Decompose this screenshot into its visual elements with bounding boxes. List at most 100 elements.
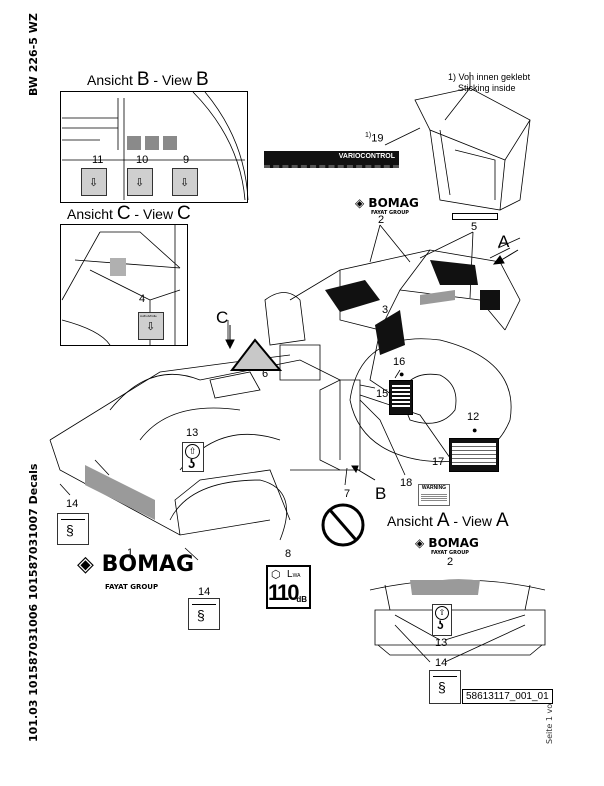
sound-label-sub: WA bbox=[292, 573, 301, 579]
bomag-name: BOMAG bbox=[368, 196, 419, 210]
hook-icon: ʖ bbox=[188, 456, 196, 471]
callout-12: 12 bbox=[467, 411, 480, 423]
callout-6: 6 bbox=[262, 368, 269, 380]
tie-down-bar bbox=[61, 519, 85, 520]
callout-7: 7 bbox=[344, 488, 351, 500]
decal-17-plate bbox=[449, 438, 499, 472]
oil-drop-icon: ● bbox=[472, 425, 478, 435]
bomag-logo-main: ◈ BOMAG FAYAT GROUP bbox=[77, 554, 194, 598]
bomag-diamond-icon: ◈ bbox=[355, 196, 365, 210]
view-a-callout-13: 13 bbox=[435, 637, 448, 649]
bomag-logo-top: ◈ BOMAG FAYAT GROUP bbox=[355, 196, 419, 216]
warning-decal: WARNING bbox=[418, 484, 450, 506]
hook-icon: ʖ bbox=[437, 618, 444, 632]
decal-4 bbox=[110, 258, 126, 276]
callout-10: 10 bbox=[136, 154, 149, 166]
warning-label: WARNING bbox=[421, 485, 447, 491]
sound-hex-icon: ⬡ bbox=[271, 569, 281, 581]
variocontrol-decal: VARIOCONTROL bbox=[264, 151, 399, 168]
view-b-letter: B bbox=[136, 69, 150, 90]
callout-11: 11 bbox=[92, 154, 104, 166]
view-a-title: Ansicht A - View A bbox=[387, 510, 509, 532]
callout-5: 5 bbox=[471, 221, 478, 233]
callout-14-bottom: 14 bbox=[198, 586, 211, 598]
decal-10 bbox=[145, 136, 159, 150]
lift-arrow-icon: ⇧ bbox=[185, 444, 200, 459]
drain-decal-9: ⇩ bbox=[172, 168, 198, 196]
bomag-group: FAYAT GROUP bbox=[371, 210, 409, 216]
bomag-logo-view-a: ◈ BOMAG FAYAT GROUP bbox=[415, 536, 479, 556]
callout-8: 8 bbox=[285, 548, 292, 560]
callout-15: 15 bbox=[376, 388, 389, 400]
tie-down-icon: § bbox=[197, 607, 205, 623]
drawing-number: 58613117_001_01 bbox=[462, 689, 553, 704]
decal-9 bbox=[163, 136, 177, 150]
callout-4: 4 bbox=[139, 293, 146, 305]
fill-decal: Aufhub/Fülle ⇩ bbox=[138, 312, 164, 340]
drain-decal-10: ⇩ bbox=[127, 168, 153, 196]
bomag-diamond-icon: ◈ bbox=[415, 536, 425, 550]
view-a-callout-14: 14 bbox=[435, 657, 448, 669]
decal-5-strip bbox=[452, 213, 498, 220]
tie-down-bar bbox=[433, 676, 457, 677]
view-a-title-prefix: Ansicht bbox=[387, 513, 437, 529]
sound-power-decal: ⬡ LWA 110 dB bbox=[266, 565, 311, 609]
tie-down-icon: § bbox=[438, 679, 446, 695]
view-b-title: Ansicht B - View B bbox=[87, 69, 209, 91]
decal-15-lines bbox=[392, 385, 410, 407]
callout-13: 13 bbox=[186, 427, 199, 439]
lift-arrow-icon: ⇧ bbox=[435, 606, 449, 620]
callout-2: 2 bbox=[378, 214, 385, 226]
tie-down-decal-left: § bbox=[57, 513, 89, 545]
callout-16: 16 bbox=[393, 356, 406, 368]
callout-17: 17 bbox=[432, 456, 445, 468]
oil-drop-icon: ● bbox=[399, 369, 405, 379]
view-a-letter-2: A bbox=[495, 510, 509, 531]
view-c-title-mid: - View bbox=[130, 206, 177, 222]
view-b-frame bbox=[60, 91, 248, 203]
cab-note-line1: 1) Von innen geklebt bbox=[448, 72, 531, 82]
view-c-title-prefix: Ansicht bbox=[67, 206, 117, 222]
arrow-b-label: B bbox=[375, 484, 387, 503]
drain-arrow-icon: ⇩ bbox=[135, 177, 145, 189]
drain-decal-11: ⇩ bbox=[81, 168, 107, 196]
view-a-hook-decal: ⇧ ʖ bbox=[432, 604, 452, 636]
fill-decal-text: Aufhub/Fülle bbox=[140, 314, 157, 318]
tie-down-bar bbox=[192, 604, 216, 605]
lifting-hook-decal: ⇧ ʖ bbox=[182, 442, 204, 472]
view-b-title-prefix: Ansicht bbox=[87, 72, 137, 88]
view-b-letter-2: B bbox=[195, 69, 209, 90]
variocontrol-label: VARIOCONTROL bbox=[338, 153, 395, 160]
arrow-c-label: C bbox=[216, 308, 229, 327]
sound-unit: dB bbox=[296, 595, 307, 604]
warning-text-lines bbox=[421, 493, 447, 501]
view-a-callout-2: 2 bbox=[447, 556, 454, 568]
view-a-letter: A bbox=[436, 510, 450, 531]
view-a-title-mid: - View bbox=[449, 513, 496, 529]
decal-11 bbox=[127, 136, 141, 150]
bomag-diamond-icon: ◈ bbox=[77, 552, 94, 577]
cab-note: 1) Von innen geklebt Sticking inside bbox=[448, 72, 530, 94]
view-a-tie-down-decal: § bbox=[429, 670, 461, 704]
bomag-group: FAYAT GROUP bbox=[431, 550, 469, 556]
tie-down-icon: § bbox=[66, 522, 74, 538]
tie-down-decal-bottom: § bbox=[188, 598, 220, 630]
view-b-title-mid: - View bbox=[149, 72, 196, 88]
cab-note-line2: Sticking inside bbox=[458, 83, 516, 93]
sound-value: 110 bbox=[268, 580, 299, 605]
callout-14-left: 14 bbox=[66, 498, 79, 510]
bomag-group: FAYAT GROUP bbox=[105, 583, 159, 591]
callout-18: 18 bbox=[400, 477, 413, 489]
sound-label-l: L bbox=[287, 569, 293, 580]
view-c-frame bbox=[60, 224, 188, 346]
bomag-name: BOMAG bbox=[101, 552, 195, 577]
drain-arrow-icon: ⇩ bbox=[180, 177, 190, 189]
fill-arrow-icon: ⇩ bbox=[146, 321, 156, 333]
callout-19: 1)19 bbox=[365, 132, 383, 145]
decal-15-plate bbox=[389, 380, 413, 415]
decal-17-table bbox=[452, 443, 496, 465]
sound-label: LWA bbox=[287, 569, 300, 580]
view-c-letter-2: C bbox=[176, 203, 191, 224]
view-c-title: Ansicht C - View C bbox=[67, 203, 191, 225]
bomag-name: BOMAG bbox=[428, 536, 479, 550]
